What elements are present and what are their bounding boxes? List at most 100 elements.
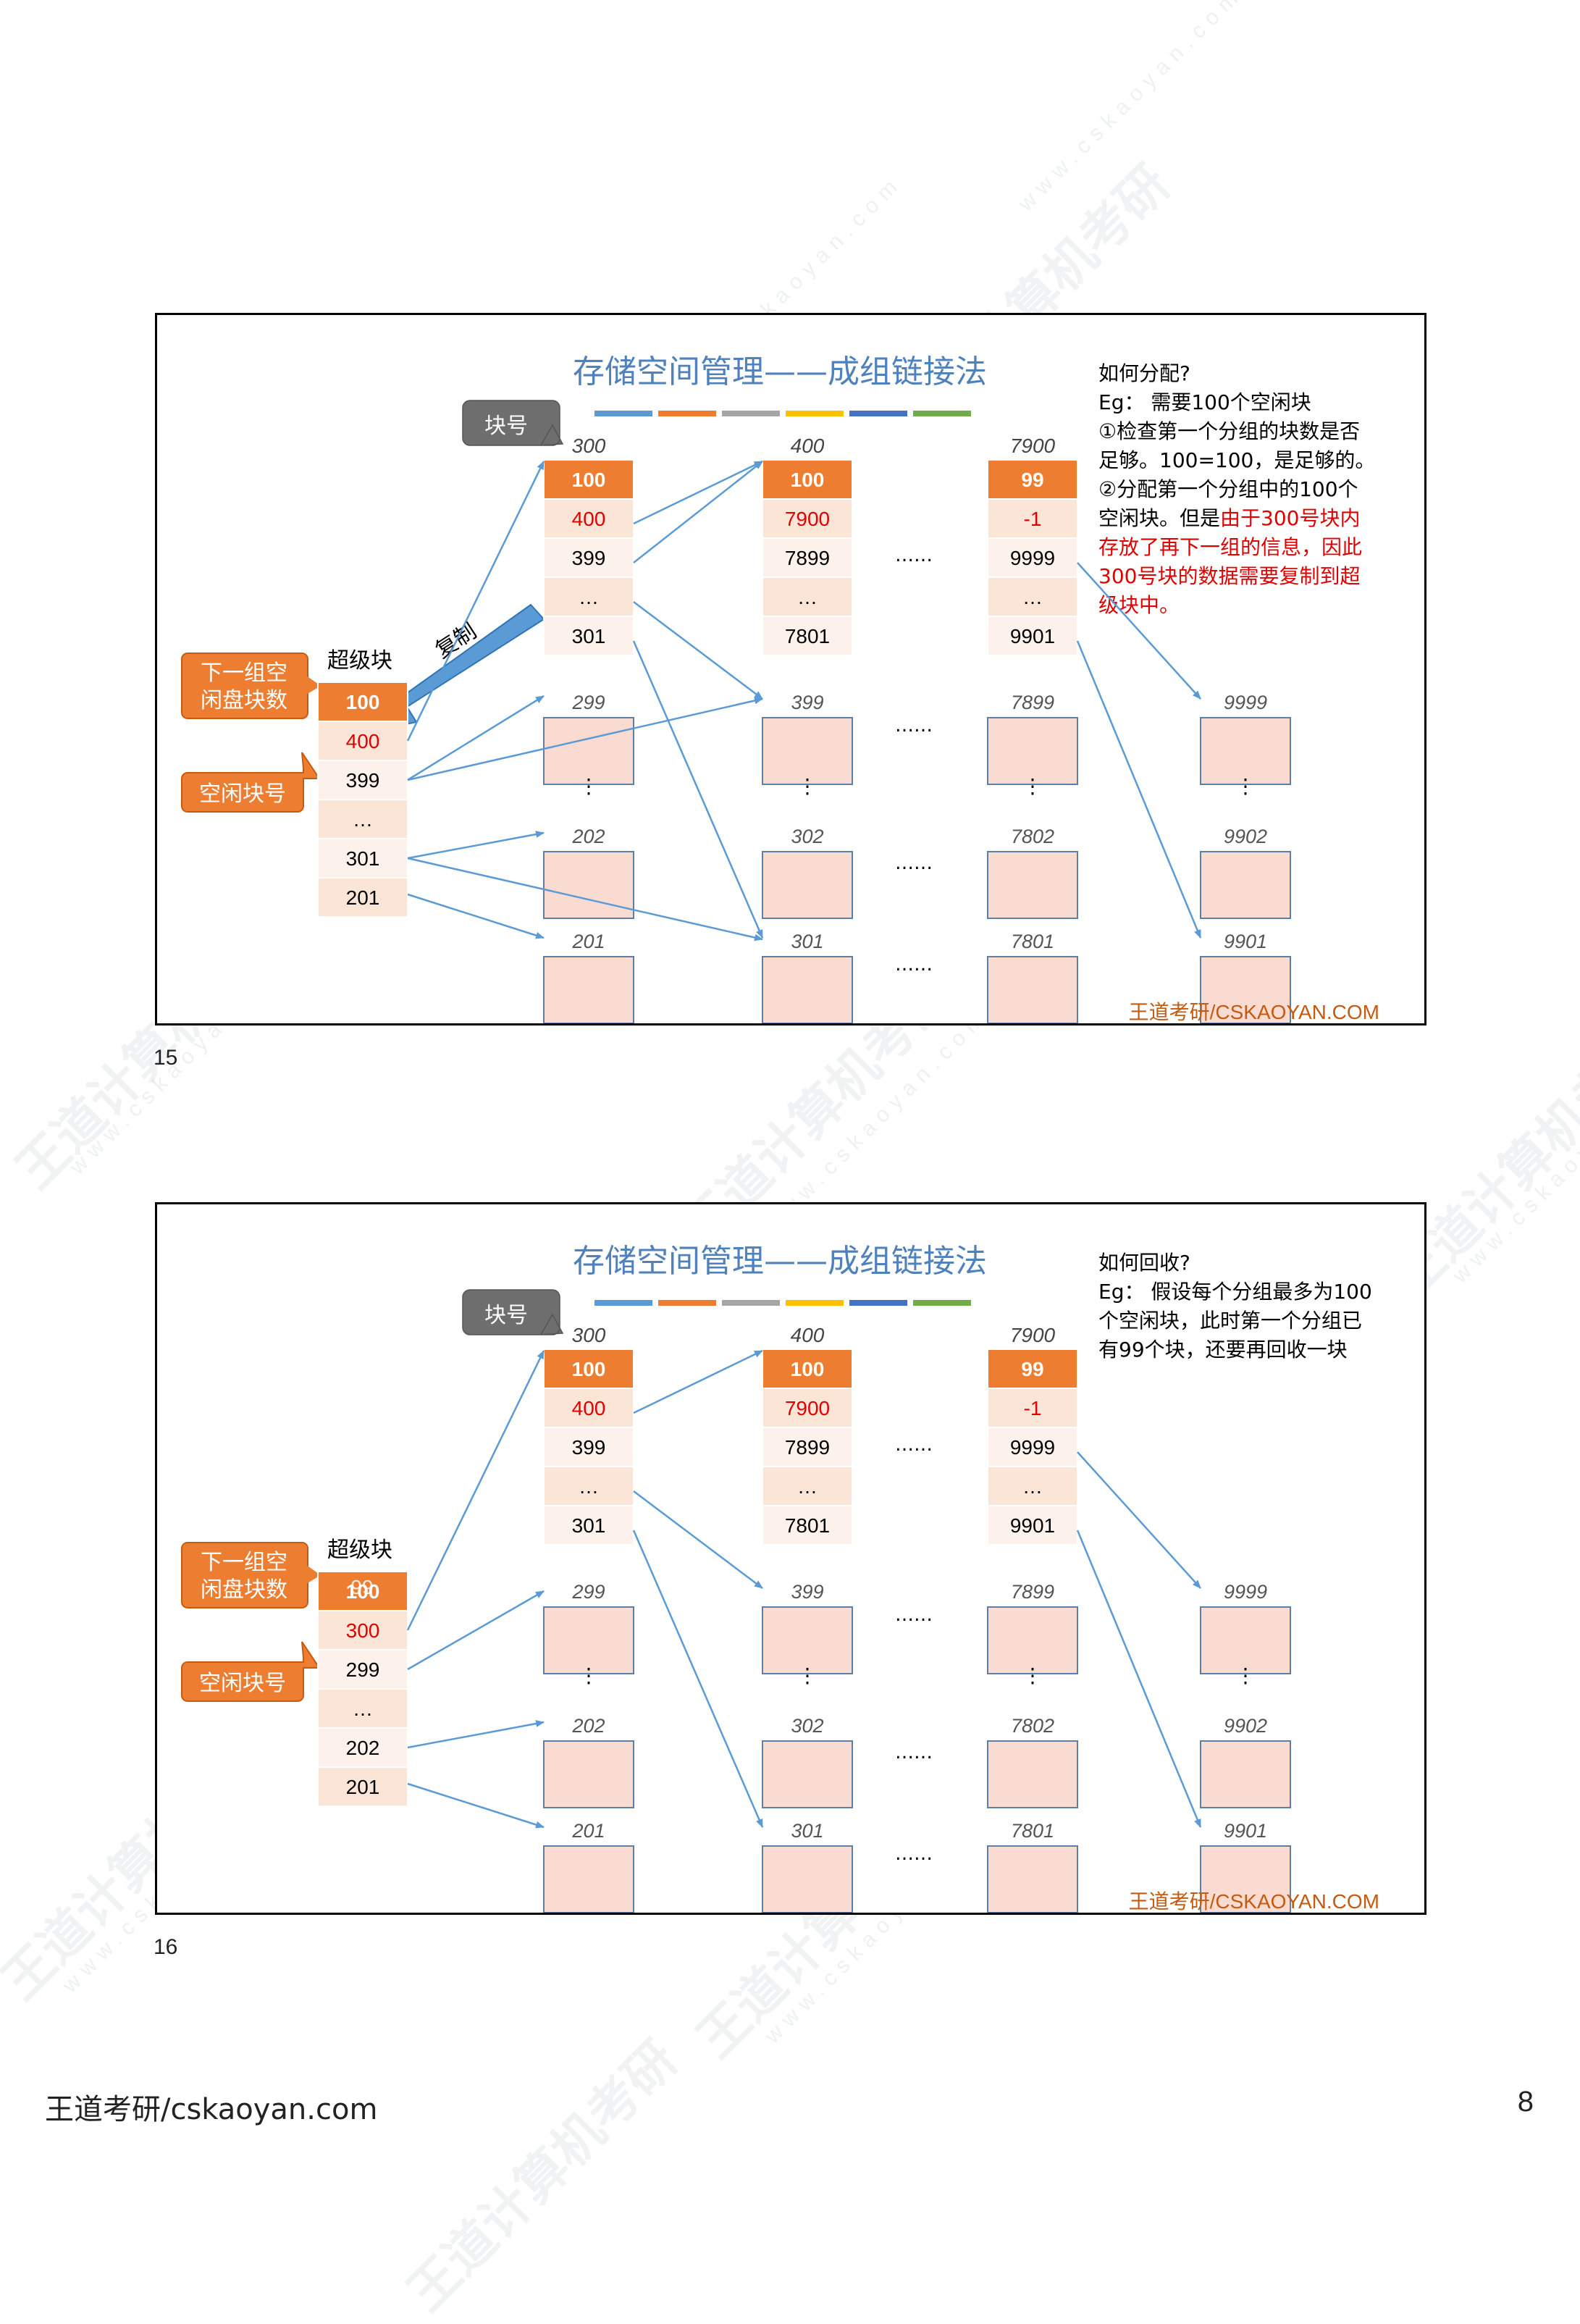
block-7900-value: … (1022, 586, 1043, 608)
free-block-label: 202 (571, 1715, 605, 1737)
free-block-number-callout: 空闲块号 (181, 1641, 321, 1702)
free-block (987, 1740, 1078, 1808)
block-7900-cell (987, 1505, 1078, 1545)
explanation-text: 如何分配? (1098, 361, 1190, 385)
explanation-line: 如何分配? (1098, 361, 1190, 385)
callout-line-1: 下一组空 (201, 660, 287, 686)
block-400-header: 400 (791, 1324, 825, 1346)
link-arrow (633, 601, 763, 700)
block-7900-value: 9999 (1010, 547, 1055, 569)
superblock-cell (317, 877, 408, 918)
block-number-label: 块号 (484, 414, 528, 439)
superblock-value: … (353, 808, 373, 831)
free-block (543, 717, 634, 785)
vertical-ellipsis: ⋮ (579, 774, 599, 798)
explanation-line: 空闲块。但是由于300号块内 (1098, 506, 1360, 530)
free-block (762, 1606, 853, 1674)
link-arrow (632, 1530, 764, 1828)
explanation-text: 如何回收? (1098, 1251, 1190, 1275)
superblock-cell (317, 1571, 408, 1611)
slide-16: 存储空间管理——成组链接法 块号 超级块 下一组空 闲盘块数 空闲块号 如何回收… (155, 1202, 1426, 1915)
free-block (762, 1740, 853, 1808)
slide-title: 存储空间管理——成组链接法 (573, 1243, 987, 1280)
free-block-label: 399 (791, 692, 823, 713)
superblock-value: 100 (346, 1580, 380, 1603)
block-300-cell (543, 1388, 634, 1428)
block-300-header: 300 (572, 1324, 606, 1346)
block-400-cell (762, 459, 853, 500)
bg-watermark: 王道计算机考研 (395, 2029, 689, 2323)
block-7900-value: 9901 (1010, 625, 1055, 647)
arrow-group (406, 460, 1202, 941)
free-block-label: 201 (571, 931, 605, 952)
block-300-value: 400 (572, 1397, 606, 1419)
title-color-bar (594, 411, 971, 416)
block-400-cell (762, 1505, 853, 1545)
block-7900-cell (987, 1466, 1078, 1506)
block-7900-cell (987, 498, 1078, 539)
block-300-value: … (579, 1475, 599, 1498)
block-7900-value: 99 (1021, 1358, 1043, 1380)
free-block-label: 7899 (1011, 692, 1054, 713)
superblock-value: 400 (346, 730, 380, 752)
superblock-label: 超级块 (327, 648, 392, 674)
free-block (762, 717, 853, 785)
link-arrow (407, 857, 763, 941)
slide-16-diagram: 存储空间管理——成组链接法 块号 超级块 下一组空 闲盘块数 空闲块号 如何回收… (181, 1243, 1379, 1913)
link-arrow (407, 893, 545, 939)
callout-free-label: 空闲块号 (199, 781, 286, 807)
free-block (762, 956, 853, 1023)
slide-15-diagram: 存储空间管理——成组链接法 块号 超级块 下一组空 闲盘块数 空闲块号 (181, 353, 1379, 1023)
explanation-text: Eg： 需要100个空闲块 (1098, 390, 1311, 414)
free-block-label: 7801 (1011, 931, 1054, 952)
block-7900-value: 99 (1021, 469, 1043, 491)
horizontal-ellipsis: …… (895, 715, 933, 737)
free-block (987, 956, 1078, 1023)
slide-15: 存储空间管理——成组链接法 块号 超级块 下一组空 闲盘块数 空闲块号 (155, 313, 1426, 1025)
horizontal-ellipsis: …… (895, 1742, 933, 1763)
block-400-cell (762, 537, 853, 578)
explanation-text: 足够。100=100，是足够的。 (1098, 448, 1375, 472)
link-arrow (633, 460, 763, 525)
next-group-count-callout: 下一组空 闲盘块数 (181, 653, 321, 719)
explanation-text: ②分配第一个分组中的100个 (1098, 477, 1358, 501)
free-block (762, 851, 853, 919)
block-7900-value: 9901 (1010, 1514, 1055, 1537)
footer-page-number: 8 (1517, 2086, 1534, 2118)
block-300-cell (543, 616, 634, 656)
next-group-count-callout: 下一组空 闲盘块数 (181, 1542, 321, 1608)
block-300-value: 399 (572, 1436, 606, 1459)
superblock-value: 100 (346, 691, 380, 713)
block-400-value: … (797, 586, 818, 608)
free-block-label: 7801 (1011, 1820, 1054, 1842)
superblock-value: 300 (346, 1619, 380, 1642)
superblock-value: 202 (346, 1737, 380, 1759)
link-arrow (1076, 1530, 1202, 1828)
block-7900-cell (987, 616, 1078, 656)
link-arrow (1077, 562, 1201, 700)
free-block (1200, 956, 1291, 1023)
free-block-label: 202 (571, 826, 605, 847)
link-arrow (407, 695, 545, 781)
free-block (543, 956, 634, 1023)
block-300-cell (543, 1348, 634, 1389)
block-400-cell (762, 616, 853, 656)
superblock-label: 超级块 (327, 1538, 392, 1563)
link-arrow (1077, 1451, 1201, 1589)
horizontal-ellipsis: …… (895, 954, 933, 976)
free-block-label: 9999 (1224, 1581, 1267, 1603)
free-block-label: 302 (791, 826, 823, 847)
callout-free-label: 空闲块号 (199, 1671, 286, 1696)
free-block-label: 399 (791, 1581, 823, 1603)
block-400-value: 7899 (785, 547, 830, 569)
free-block (987, 717, 1078, 785)
slide-number: 15 (154, 1046, 178, 1070)
explanation-text: 空闲块。但是 (1098, 506, 1220, 530)
block-7900-cell (987, 537, 1078, 578)
block-300-cell (543, 1466, 634, 1506)
link-arrow (407, 1720, 545, 1749)
block-400-cell (762, 498, 853, 539)
block-7900-value: -1 (1024, 508, 1042, 530)
block-300-value: … (579, 586, 599, 608)
explanation-line: 级块中。 (1098, 593, 1180, 617)
